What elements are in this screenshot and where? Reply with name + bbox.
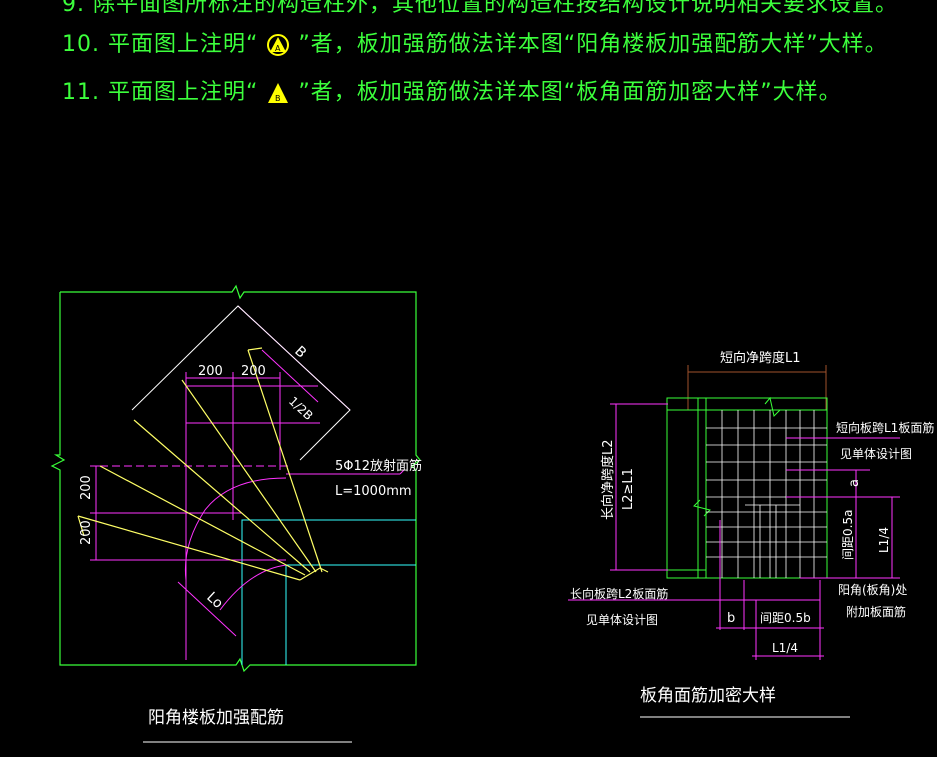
dim-b-label: b	[727, 611, 735, 626]
spacing-a-label: 间距0.5a	[841, 510, 855, 560]
note-9: 9. 除平面图所标注的构造柱外，其他位置的构造柱按结构设计说明相关要求设置。	[62, 0, 898, 17]
short-rebar-note-1: 短向板跨L1板面筋	[836, 420, 934, 435]
radial-rebars	[77, 347, 329, 581]
long-span-label: 长向净跨度L2	[600, 439, 616, 520]
note-11-suffix: ”者，板加强筋做法详本图“板角面筋加密大样”大样。	[298, 80, 842, 105]
slab-outline	[50, 284, 421, 673]
note-10-prefix: 平面图上注明“	[108, 32, 259, 57]
dim-a-label: a	[847, 479, 862, 487]
note-11-prefix: 平面图上注明“	[108, 80, 259, 105]
note-11-number: 11.	[62, 80, 100, 105]
rebar-note-1: 5Φ12放射面筋	[335, 458, 422, 474]
rotated-square	[131, 305, 351, 461]
rebar-note-2: L=1000mm	[335, 484, 412, 499]
note-10-number: 10.	[62, 32, 100, 57]
corner-note-2: 附加板面筋	[846, 604, 906, 619]
corner-note-1: 阳角(板角)处	[838, 583, 907, 597]
long-rebar-note-2: 见单体设计图	[586, 613, 658, 627]
right-frame	[666, 396, 828, 579]
note-10: 10. 平面图上注明“ A ”者，板加强筋做法详本图“阳角楼板加强配筋大样”大样…	[62, 26, 888, 58]
l1-quarter-h-label: L1/4	[772, 641, 798, 655]
svg-text:B: B	[275, 94, 282, 103]
dim-200-top-b: 200	[241, 364, 266, 379]
corner-cyan-2	[285, 564, 416, 665]
spacing-b-label: 间距0.5b	[760, 611, 811, 625]
svg-text:A: A	[275, 44, 281, 53]
rebar-grid	[706, 410, 827, 578]
grid-magenta	[90, 305, 405, 660]
long-rebar-note-1: 长向板跨L2板面筋	[570, 586, 668, 601]
dim-200-top-a: 200	[198, 364, 223, 379]
dim-half-b-label: 1/2B	[286, 394, 316, 423]
dim-200-left-b: 200	[79, 520, 94, 545]
short-span-label: 短向净跨度L1	[720, 350, 801, 366]
short-rebar-note-2: 见单体设计图	[840, 447, 912, 461]
left-detail: 200 200 200 200 B 1/2B 5Φ12放射面筋 L=1000mm…	[50, 284, 422, 743]
corner-cyan	[241, 519, 416, 665]
l2-ge-l1-label: L2≥L1	[621, 468, 636, 510]
left-detail-title: 阳角楼板加强配筋	[148, 708, 284, 728]
circle-triangle-symbol-icon: A	[266, 33, 290, 57]
right-detail: 短向净跨度L1 长向净跨度L2 L2≥L1 短向板跨L1板面筋 见单体设计图 a…	[568, 350, 934, 718]
triangle-symbol-icon: B	[266, 81, 290, 105]
note-10-suffix: ”者，板加强筋做法详本图“阳角楼板加强配筋大样”大样。	[298, 32, 888, 57]
dim-b-label: B	[291, 343, 309, 361]
dim-200-left-a: 200	[79, 475, 94, 500]
note-11: 11. 平面图上注明“ B ”者，板加强筋做法详本图“板角面筋加密大样”大样。	[62, 74, 842, 106]
right-dims	[568, 403, 900, 660]
right-detail-title: 板角面筋加密大样	[640, 686, 776, 706]
l1-quarter-v-label: L1/4	[877, 527, 891, 553]
